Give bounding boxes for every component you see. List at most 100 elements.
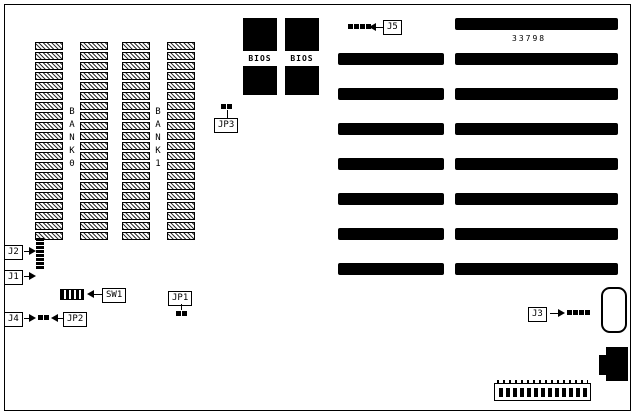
j5-leader-arrow-icon [369,23,376,31]
simm-socket [35,172,63,180]
header-pin [541,387,545,397]
header-pin [36,254,44,257]
jumper-pin [221,104,226,109]
j3-label: J3 [528,307,547,322]
simm-socket [167,222,195,230]
simm-socket [122,82,150,90]
simm-socket [80,222,108,230]
j3-leader-line [550,313,558,314]
j1-leader-line [24,276,29,277]
connector-pin [579,310,584,315]
sw1-leader-arrow-icon [87,290,94,298]
board-part-number: 33798 [512,34,547,43]
header-pin [36,250,44,253]
simm-socket [80,132,108,140]
connector-pin [567,310,572,315]
simm-socket [35,212,63,220]
j4-pins [38,315,50,320]
simm-socket [122,122,150,130]
simm-socket [80,182,108,190]
simm-socket [80,232,108,240]
expansion-slot [338,228,444,240]
slot-column-left [338,53,444,298]
simm-socket [167,212,195,220]
simm-socket [80,72,108,80]
header-pin [506,387,510,397]
j3-pins [567,310,591,315]
simm-socket [122,172,150,180]
sw1-leader-line [93,294,102,295]
expansion-slot [338,123,444,135]
header-pin [36,242,44,245]
keyboard-din-connector [601,287,627,333]
simm-socket [80,202,108,210]
simm-socket [122,42,150,50]
jumper-pin [182,311,187,316]
connector-pin [348,24,353,29]
simm-socket [167,172,195,180]
expansion-slot [455,18,618,30]
simm-socket [167,192,195,200]
header-pin [513,387,517,397]
simm-socket [80,102,108,110]
simm-socket [122,132,150,140]
board-outline [4,4,631,411]
header-pin [520,387,524,397]
simm-socket [35,102,63,110]
jp1-leader-line [181,304,182,310]
simm-column-2 [80,42,108,242]
j5-pins [348,24,372,29]
simm-socket [167,142,195,150]
simm-socket [122,192,150,200]
bank1-label: BANK1 [152,107,163,172]
simm-socket [167,62,195,70]
header-pin [499,387,503,397]
expansion-slot [338,193,444,205]
simm-socket [35,132,63,140]
simm-socket [35,82,63,90]
j4-leader-line [24,318,29,319]
j2-j1-pin-strip [36,238,44,270]
expansion-slot [455,123,618,135]
power-connector [606,347,628,381]
simm-socket [80,122,108,130]
j5-label: J5 [383,20,402,35]
expansion-slot [455,53,618,65]
simm-socket [80,42,108,50]
simm-socket [167,132,195,140]
expansion-slot [455,88,618,100]
bios-chip-1: BIOS [243,18,277,95]
slot-column-right [455,18,618,298]
simm-socket [35,72,63,80]
header-pin [555,387,559,397]
simm-socket [35,62,63,70]
simm-socket [35,92,63,100]
jumper-pin [44,315,49,320]
j5-leader-line [375,27,383,28]
simm-socket [167,112,195,120]
simm-socket [122,72,150,80]
simm-socket [80,52,108,60]
simm-socket [122,202,150,210]
simm-socket [80,92,108,100]
simm-socket [35,202,63,210]
sw1-dip-switch-icon [60,289,84,300]
simm-socket [80,192,108,200]
connector-pin [360,24,365,29]
simm-socket [122,92,150,100]
jp3-leader-line [227,110,228,118]
simm-socket [35,152,63,160]
simm-socket [167,52,195,60]
connector-pin [573,310,578,315]
jumper-pin [38,315,43,320]
simm-socket [167,162,195,170]
jp1-pins [176,311,188,316]
simm-socket [122,102,150,110]
header-pin [583,387,587,397]
simm-socket [80,62,108,70]
sw1-label: SW1 [102,288,127,303]
jp3-label: JP3 [214,118,239,133]
simm-socket [122,222,150,230]
simm-socket [80,162,108,170]
